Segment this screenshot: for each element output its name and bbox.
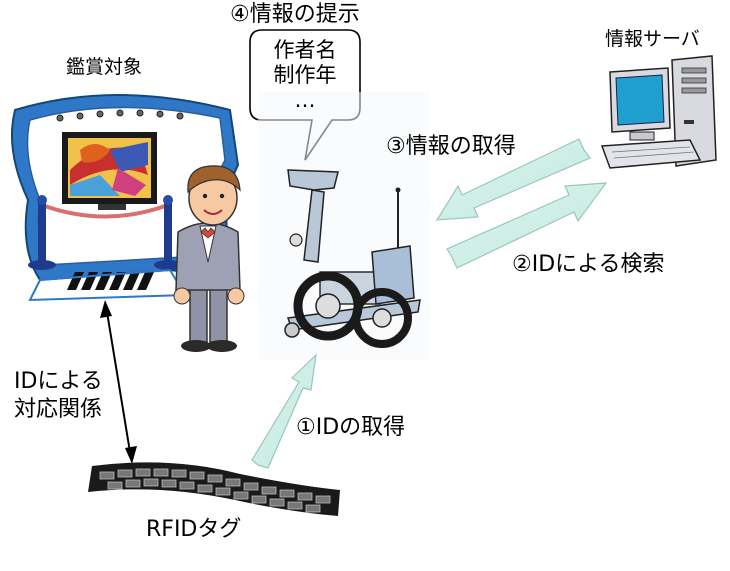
arrow-step1-tag-to-robot (252, 355, 316, 468)
rfid-tag-strip (88, 462, 340, 516)
info-line-ellipsis: … (250, 88, 360, 113)
step1-get-id-label: ①IDの取得 (296, 417, 405, 439)
step3-get-info-label: ③情報の取得 (386, 136, 516, 158)
info-callout-text: 作者名 制作年 … (250, 38, 360, 113)
info-line-year: 制作年 (250, 63, 360, 88)
correspondence-label-line1: IDによる (14, 371, 103, 393)
robot-cart-illustration (258, 92, 430, 360)
correspondence-label-line2: 対応関係 (14, 399, 102, 421)
step4-present-info-label: ④情報の提示 (230, 4, 360, 26)
exhibit-label: 鑑賞対象 (66, 58, 142, 77)
information-server-computer-illustration (602, 56, 716, 168)
rfid-tag-label: RFIDタグ (146, 519, 241, 541)
correspondence-double-arrow (100, 300, 137, 464)
info-line-author: 作者名 (250, 38, 360, 63)
step2-search-by-id-label: ②IDによる検索 (512, 254, 665, 276)
server-label: 情報サーバ (605, 30, 700, 49)
